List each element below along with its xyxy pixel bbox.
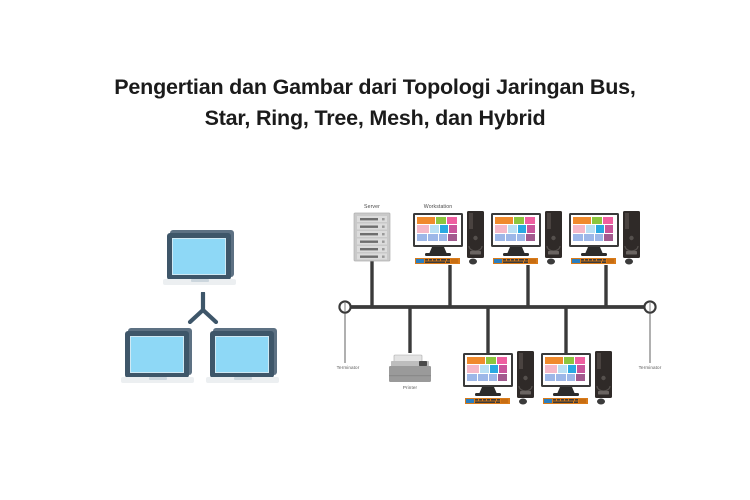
laptop-base — [121, 377, 194, 383]
device-workstation-3 — [568, 210, 641, 266]
terminator-right-node — [643, 300, 657, 363]
label-terminator-right: Terminator — [638, 365, 662, 370]
device-workstation-1 — [412, 210, 485, 266]
laptop-screen — [215, 336, 269, 373]
star-topology-illustration — [110, 200, 330, 410]
device-printer — [388, 354, 432, 383]
page-title-line-2: Star, Ring, Tree, Mesh, dan Hybrid — [204, 106, 546, 130]
laptop-trackpad-notch — [149, 377, 167, 380]
bus-topology-svg — [338, 210, 657, 406]
laptop-base — [206, 377, 279, 383]
laptop-screen — [130, 336, 184, 373]
terminator-left-node — [338, 300, 352, 363]
label-workstation: Workstation — [423, 204, 453, 210]
laptop-trackpad-notch — [234, 377, 252, 380]
laptop-base — [163, 279, 236, 285]
bus-topology-illustration: Server Workstation Printer Terminator Te… — [330, 195, 710, 420]
label-terminator-left: Terminator — [336, 365, 360, 370]
device-server — [353, 212, 391, 262]
device-workstation-4 — [462, 350, 535, 406]
laptop-bottom-left — [121, 328, 195, 386]
bus-drop-lines-up — [370, 261, 608, 307]
laptop-trackpad-notch — [191, 279, 209, 282]
bus-drop-lines-down — [408, 307, 568, 353]
page-title-line-1: Pengertian dan Gambar dari Topologi Jari… — [114, 75, 636, 99]
device-workstation-2 — [490, 210, 563, 266]
laptop-screen — [172, 238, 226, 275]
label-server: Server — [364, 204, 380, 210]
laptop-top — [163, 230, 237, 288]
page-title: Pengertian dan Gambar dari Topologi Jari… — [75, 72, 675, 134]
label-printer: Printer — [402, 385, 418, 390]
y-connector — [186, 292, 220, 324]
laptop-bottom-right — [206, 328, 280, 386]
device-workstation-5 — [540, 350, 613, 406]
